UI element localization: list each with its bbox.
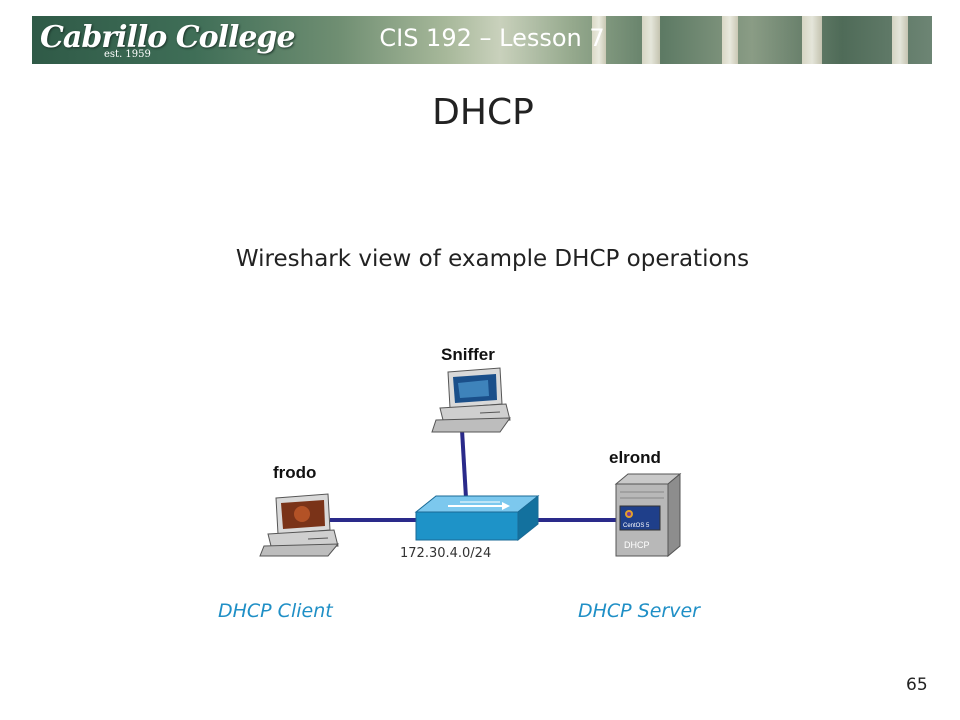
network-switch-icon (414, 494, 540, 542)
frodo-computer-icon (259, 493, 340, 557)
subnet-label: 172.30.4.0/24 (400, 546, 492, 561)
elrond-label: elrond (609, 448, 661, 467)
sniffer-computer-icon (431, 367, 511, 433)
college-logo-est: est. 1959 (104, 49, 151, 60)
banner-column (892, 16, 908, 64)
header-banner: Cabrillo College est. 1959 CIS 192 – Les… (32, 16, 932, 64)
banner-column (722, 16, 738, 64)
banner-column (802, 16, 822, 64)
sniffer-label: Sniffer (441, 345, 495, 364)
college-logo: Cabrillo College (40, 20, 296, 55)
slide-subtitle: Wireshark view of example DHCP operation… (235, 246, 750, 272)
centos-badge-label: CentOS 5 (623, 523, 650, 529)
lesson-title: CIS 192 – Lesson 7 (379, 24, 605, 52)
link-sniffer-switch (460, 429, 468, 499)
slide-title: DHCP (432, 92, 534, 133)
server-dhcp-tag: DHCP (624, 540, 650, 550)
banner-column (592, 16, 606, 64)
dhcp-server-label: DHCP Server (578, 600, 700, 622)
banner-column (642, 16, 660, 64)
centos-badge-icon (619, 505, 661, 531)
dhcp-client-label: DHCP Client (218, 600, 333, 622)
page-number: 65 (906, 675, 928, 695)
elrond-server-icon: CentOS 5 DHCP (614, 472, 682, 558)
frodo-label: frodo (273, 463, 317, 482)
